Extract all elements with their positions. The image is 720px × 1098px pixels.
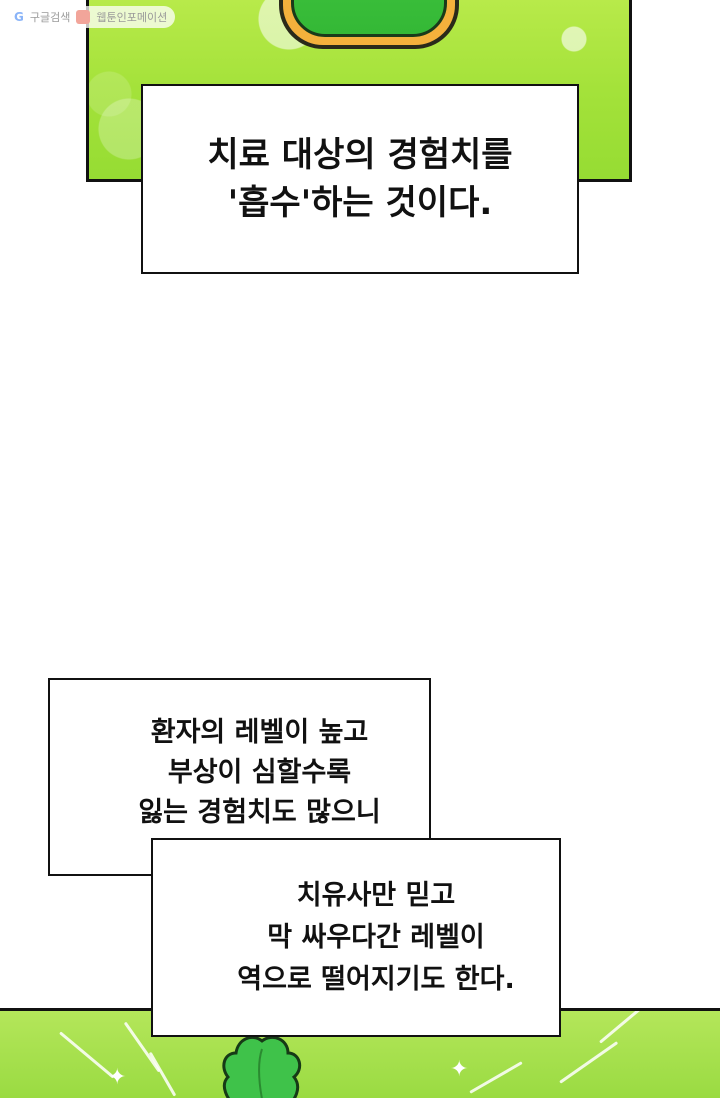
watermark-badge: G 구글검색 웹툰인포메이션: [6, 6, 176, 28]
webtoon-site-icon: [76, 10, 91, 24]
slime-body: [291, 0, 447, 37]
light-ray: [469, 1061, 523, 1094]
narration-line: '흡수'하는 것이다.: [227, 183, 493, 223]
narration-line: 역으로 떨어지기도 한다.: [237, 963, 515, 995]
narration-line: 막 싸우다간 레벨이: [267, 921, 485, 953]
watermark-site-label: 웹툰인포메이션: [96, 11, 168, 24]
narration-box-top: 치료 대상의 경험치를 '흡수'하는 것이다.: [141, 84, 579, 274]
narration-line: 치료 대상의 경험치를: [207, 135, 513, 175]
narration-line: 부상이 심할수록: [167, 757, 352, 788]
narration-line: 잃는 경험치도 많으니: [138, 797, 381, 828]
clover-illustration: [222, 1036, 302, 1098]
light-ray: [599, 1011, 663, 1044]
light-ray: [59, 1031, 115, 1079]
sparkle-icon: ✦: [108, 1065, 127, 1090]
light-ray: [148, 1051, 177, 1097]
google-g-icon: G: [14, 10, 24, 24]
sparkle-icon: ✦: [450, 1057, 469, 1082]
watermark-google-label: 구글검색: [29, 11, 71, 24]
light-ray: [559, 1041, 619, 1084]
slime-character-illustration: [279, 0, 459, 49]
narration-line: 치유사만 믿고: [296, 879, 456, 911]
narration-line: 환자의 레벨이 높고: [150, 717, 369, 748]
narration-box-bottom: 치유사만 믿고 막 싸우다간 레벨이 역으로 떨어지기도 한다.: [151, 838, 561, 1037]
